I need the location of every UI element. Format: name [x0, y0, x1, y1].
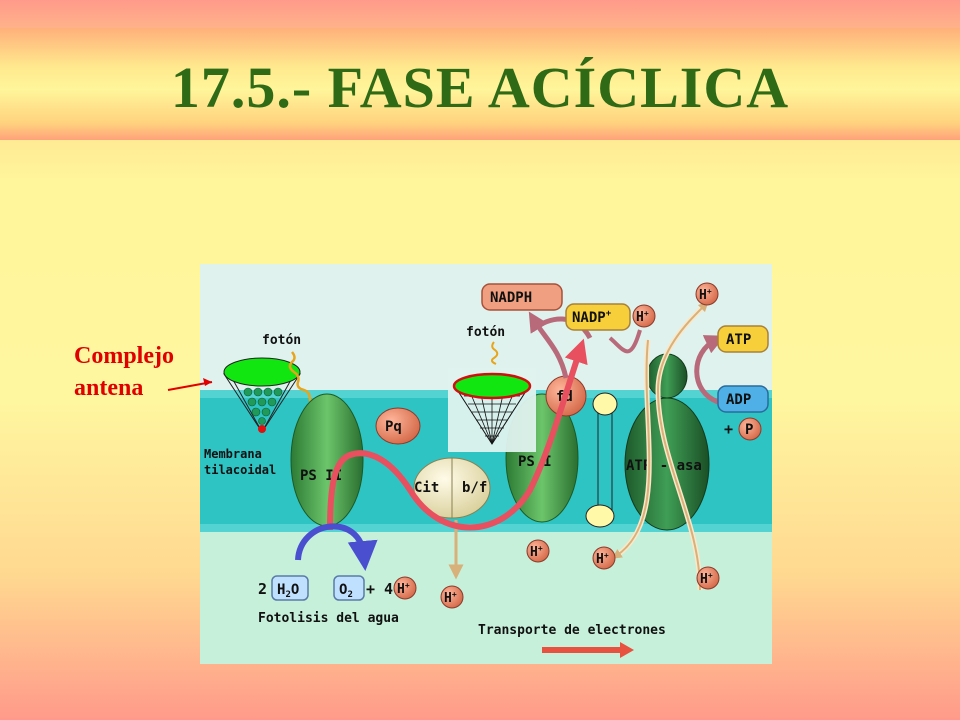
photon-left-icon — [288, 351, 316, 407]
foton-left-label: fotón — [262, 333, 301, 348]
svg-text:H+: H+ — [530, 544, 543, 560]
foton-right-label: fotón — [466, 325, 505, 340]
antenna-complex-icon — [223, 357, 301, 433]
photon-right-icon — [490, 341, 499, 365]
ps2-complex — [290, 393, 364, 527]
transporte-label: Transporte de electrones — [478, 623, 666, 638]
svg-text:H+: H+ — [444, 590, 457, 606]
o2-box — [333, 575, 365, 601]
plus-p-sign: + — [724, 420, 733, 438]
adp-label: ADP — [726, 392, 751, 408]
title-band — [0, 28, 960, 140]
page-title: 17.5.- FASE ACÍCLICA — [170, 55, 790, 120]
h-plus-4: H+ — [592, 546, 616, 570]
atpasa-label: ATP - asa — [626, 458, 702, 474]
atp-label: ATP — [726, 332, 751, 348]
svg-text:H+: H+ — [596, 551, 609, 567]
svg-text:H+: H+ — [699, 287, 712, 303]
h-plus-1: H+ — [632, 304, 656, 328]
membrana-label-1: Membrana — [204, 447, 262, 461]
h-plus-5: H+ — [696, 566, 720, 590]
h-plus-3: H+ — [526, 539, 550, 563]
h-plus-2: H+ — [695, 282, 719, 306]
svg-text:H+: H+ — [397, 581, 410, 597]
antenna-callout: Complejo antena — [74, 340, 174, 404]
bf-label: b/f — [462, 480, 487, 496]
pq-label: Pq — [385, 419, 402, 435]
nadp-box — [565, 303, 631, 331]
h-plus-6: H+ — [440, 585, 464, 609]
photolysis-arrow — [295, 523, 378, 571]
svg-text:H+: H+ — [700, 571, 713, 587]
h2o-box — [271, 575, 309, 601]
antenna-ps1-icon — [448, 368, 536, 452]
water-coef: 2 — [258, 580, 267, 598]
nadph-label: NADPH — [490, 290, 532, 306]
atp-box — [717, 325, 769, 353]
nadph-box — [481, 283, 563, 311]
cit-label: Cit — [414, 480, 439, 496]
membrane-channel — [585, 392, 618, 528]
callout-line-2: antena — [74, 375, 144, 401]
h-plus-water: H+ — [393, 576, 417, 600]
callout-line-1: Complejo — [74, 343, 174, 369]
atpasa-head — [646, 353, 688, 399]
svg-text:NADP+: NADP+ — [572, 309, 612, 326]
plus4-label: + 4 — [366, 580, 393, 598]
svg-text:H+: H+ — [636, 309, 649, 325]
p-label: P — [745, 422, 753, 438]
nadp-sup: + — [606, 309, 612, 319]
svg-text:O2: O2 — [339, 582, 353, 600]
adp-box — [717, 385, 769, 413]
membrana-label-2: tilacoidal — [204, 463, 276, 477]
phosphate-orb — [738, 417, 762, 441]
pq-carrier — [375, 407, 421, 445]
fotolisis-label: Fotolisis del agua — [258, 611, 399, 626]
electron-path — [327, 338, 588, 531]
svg-text:H2O: H2O — [277, 582, 299, 600]
nadp-label: NADP — [572, 310, 606, 326]
